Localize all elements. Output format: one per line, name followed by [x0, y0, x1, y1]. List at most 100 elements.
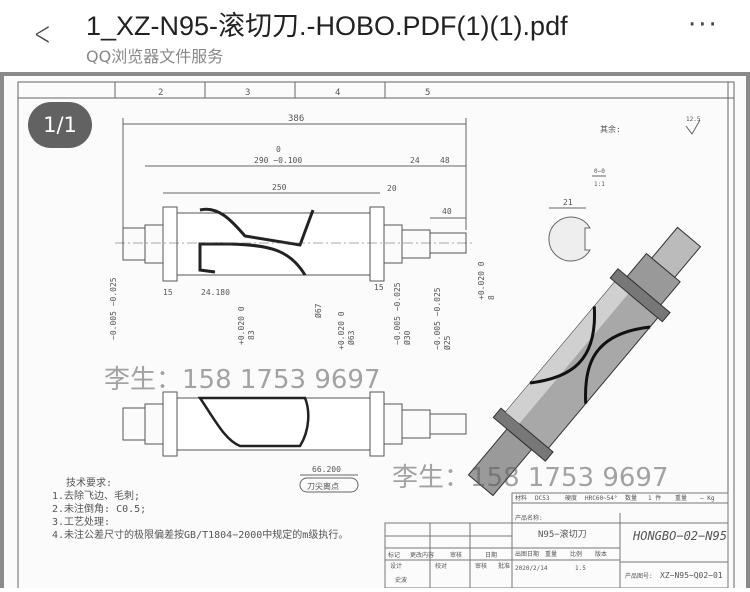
drawing-line [429, 413, 467, 435]
dim-83: 83 [247, 330, 256, 340]
dim-d30: Ø30 [402, 330, 412, 345]
tech-req-title: 技术要求: [66, 476, 112, 489]
tech-req-item: 2.未注倒角: C0.5; [52, 502, 146, 515]
drawing-line [122, 227, 146, 261]
tech-req-item: 4.未注公差尺寸的极限偏差按GB/T1804−2000中规定的m级执行。 [52, 528, 348, 541]
tip-label: 刀尖离点 [307, 481, 339, 491]
drawing-line [198, 242, 307, 276]
drawing-line [651, 226, 702, 279]
page-indicator: 1/1 [28, 102, 92, 148]
document-title: 1_XZ-N95-滚切刀.-HOBO.PDF(1)(1).pdf [86, 11, 568, 41]
drawing-line [505, 281, 629, 424]
dim-8-tol: +0.020 0 [477, 261, 486, 300]
design-label: 设计 [390, 562, 402, 570]
zone-label: 5 [425, 88, 430, 98]
hardness: HRC60~54° [585, 495, 618, 502]
roughness-label: 其余: [600, 124, 621, 134]
shaft-top-view [115, 206, 475, 282]
designer: 史波 [395, 576, 407, 584]
drawing-line [122, 407, 146, 441]
drawing-line [197, 396, 310, 448]
scale-value: 1.5 [575, 565, 586, 572]
dim-8: 8 [487, 295, 496, 300]
drawing-line [176, 397, 371, 451]
scale-label: 比例 [570, 550, 582, 558]
drawing-line: −0.005 −0.025 +0.020 0 83 Ø67 +0.020 0 Ø… [109, 261, 496, 350]
drawing-line [369, 391, 385, 457]
dim-30-tol: −0.005 −0.025 [393, 282, 402, 345]
drawing-line: 材料 DC53 硬度 HRC60~54° 数量 1 件 重量 — Kg 产品名称… [388, 494, 715, 584]
dim-24: 24 [410, 156, 420, 165]
approve-label: 批准 [498, 562, 510, 570]
roughness-value: 12.5 [686, 116, 701, 123]
watermark: 李生：158 1753 9697 [392, 463, 669, 493]
issue-date-label: 出图日期 [515, 550, 539, 558]
dim-15-right: 15 [374, 283, 384, 292]
qty-label: 数量 [625, 494, 637, 502]
qty: 1 件 [648, 494, 661, 502]
document-source: QQ浏览器文件服务 [86, 47, 224, 66]
issue-date: 2020/2/14 [515, 565, 548, 572]
dim-386: 386 [288, 114, 304, 124]
dim-20: 20 [387, 184, 397, 193]
dim-d67: Ø67 [313, 303, 323, 318]
app-header: < 1_XZ-N95-滚切刀.-HOBO.PDF(1)(1).pdf QQ浏览器… [0, 0, 750, 72]
dim-63-tol: +0.020 0 [337, 311, 346, 350]
engineering-drawing: 2 3 4 5 386 0 290 −0.100 24 48 250 20 40… [17, 81, 735, 592]
technical-requirements: 技术要求: 1.去除飞边、毛刺; 2.未注倒角: C0.5; 3.工艺处理: 4… [52, 476, 348, 541]
zone-label: 3 [245, 88, 250, 98]
chevron-left-icon[interactable]: < [33, 14, 51, 54]
dim-d63: Ø63 [346, 330, 356, 345]
dim-15-left: 15 [163, 288, 173, 297]
material-label: 材料 [515, 494, 527, 502]
product-name-label: 产品名称: [515, 514, 543, 522]
dim-left-tol: −0.005 −0.025 [109, 277, 118, 340]
drawing-line [199, 207, 315, 247]
product-no-label: 产品图号: [625, 572, 653, 580]
shaft-3d-render [467, 226, 702, 497]
drawing-line [401, 409, 431, 439]
drawing-line [162, 206, 178, 282]
drawing-line [162, 391, 178, 457]
review-label: 审核 [475, 562, 487, 570]
dim-66-2: 66.200 [312, 465, 341, 474]
weight-label: 重量 [675, 494, 687, 502]
title-block [384, 492, 729, 589]
ellipsis-icon[interactable]: ··· [688, 10, 719, 40]
zone-label: 4 [335, 88, 340, 98]
version-label: 版本 [595, 550, 607, 558]
dim-48: 48 [440, 156, 450, 165]
revision-mark: 标记 [388, 551, 400, 559]
dim-40: 40 [442, 207, 452, 216]
drawing-line [504, 281, 659, 449]
section-scale: 1:1 [594, 181, 605, 188]
weight: — Kg [700, 495, 715, 502]
drawing-code: HONGBO−02−N95 [632, 529, 727, 543]
pdf-page: 2 3 4 5 386 0 290 −0.100 24 48 250 20 40… [4, 76, 746, 592]
dim-24-180: 24.180 [201, 288, 230, 297]
drawing-line [383, 224, 403, 264]
revision-review: 审核 [450, 551, 462, 559]
dim-21: 21 [563, 198, 573, 207]
weight-cell-label: 重量 [545, 550, 557, 558]
section-view [548, 216, 591, 262]
drawing-frame [17, 81, 735, 592]
dim-290-upper: 0 [276, 145, 281, 154]
hardness-label: 硬度 [565, 494, 577, 502]
product-name: N95−滚切刀 [538, 528, 587, 540]
watermark: 李生：158 1753 9697 [104, 365, 381, 395]
dim-25-tol: −0.005 −0.025 [433, 287, 442, 350]
material: DC53 [535, 495, 550, 502]
tech-req-item: 1.去除飞边、毛刺; [52, 489, 140, 502]
dim-290: 290 −0.100 [254, 156, 302, 165]
section-label: 0−0 [594, 168, 605, 175]
product-no: XZ−N95−Q02−01 [660, 571, 723, 580]
dim-d25: Ø25 [442, 335, 452, 350]
drawing-line [369, 206, 385, 282]
shaft-bottom-view [122, 391, 467, 457]
drawing-line [401, 229, 431, 259]
pdf-viewer[interactable]: 2 3 4 5 386 0 290 −0.100 24 48 250 20 40… [0, 72, 750, 592]
drawing-line [383, 403, 403, 445]
dim-250: 250 [272, 183, 287, 192]
check-label: 校对 [435, 562, 447, 570]
